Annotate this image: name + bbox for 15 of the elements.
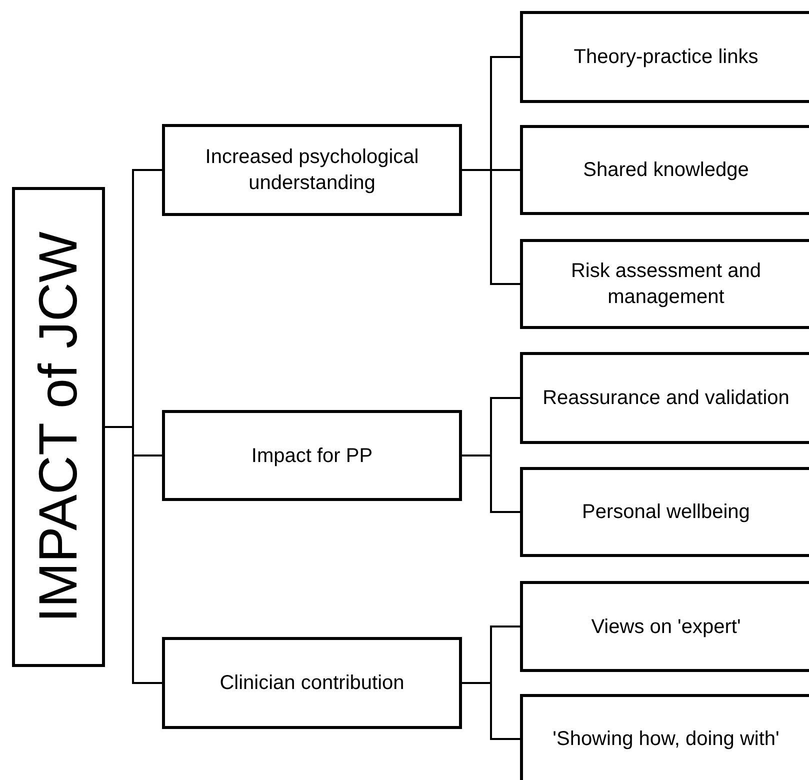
topic-box: Personal wellbeing (520, 467, 809, 557)
topic-box: Reassurance and validation (520, 352, 809, 444)
topic-box: Increased psychological understanding (162, 124, 462, 216)
title-box: IMPACT of JCW (12, 187, 105, 667)
topic-box: Theory-practice links (520, 11, 809, 103)
connector-line (462, 169, 520, 285)
topic-box: Clinician contribution (162, 637, 462, 729)
topic-box: Impact for PP (162, 410, 462, 501)
topic-box: Risk assessment and management (520, 239, 809, 329)
topic-box: Shared knowledge (520, 125, 809, 215)
topic-box: 'Showing how, doing with' (520, 694, 809, 780)
connector-line (462, 454, 520, 513)
topic-box: Views on 'expert' (520, 581, 809, 672)
connector-line (462, 682, 520, 740)
connector-line (105, 426, 162, 684)
